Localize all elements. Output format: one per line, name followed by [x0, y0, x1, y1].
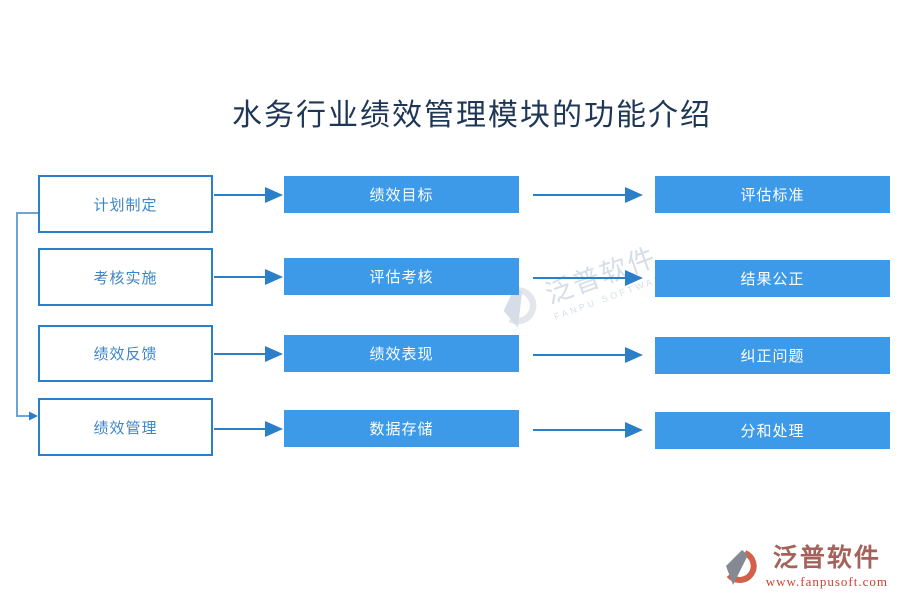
bracket-arrowhead-icon [29, 411, 38, 421]
fanpu-brand-text: 泛普软件 [772, 544, 881, 572]
flow-node-data-storage: 数据存储 [284, 410, 519, 447]
flow-node-goal: 绩效目标 [284, 176, 519, 213]
fanpu-logo-icon [725, 549, 757, 585]
watermark: 泛普软件 FANPU SOFTWARE [492, 232, 674, 339]
watermark-logo-icon [503, 287, 537, 328]
fanpu-logo: 泛普软件 www.fanpusoft.com [722, 544, 888, 590]
flow-node-feedback: 绩效反馈 [38, 325, 213, 382]
flow-node-assess-implement: 考核实施 [38, 248, 213, 306]
flow-node-perf-manage: 绩效管理 [38, 398, 213, 456]
flow-node-correct-issue: 纠正问题 [655, 337, 890, 374]
page-title: 水务行业绩效管理模块的功能介绍 [232, 99, 712, 132]
fanpu-url-text: www.fanpusoft.com [765, 574, 888, 589]
flow-node-plan: 计划制定 [38, 175, 213, 233]
flow-node-fair-result: 结果公正 [655, 260, 890, 297]
bracket-line [16, 212, 38, 417]
flow-node-criteria: 评估标准 [655, 176, 890, 213]
flow-node-performance: 绩效表现 [284, 335, 519, 372]
flow-node-evaluate: 评估考核 [284, 258, 519, 295]
flow-node-analysis-handle: 分和处理 [655, 412, 890, 449]
